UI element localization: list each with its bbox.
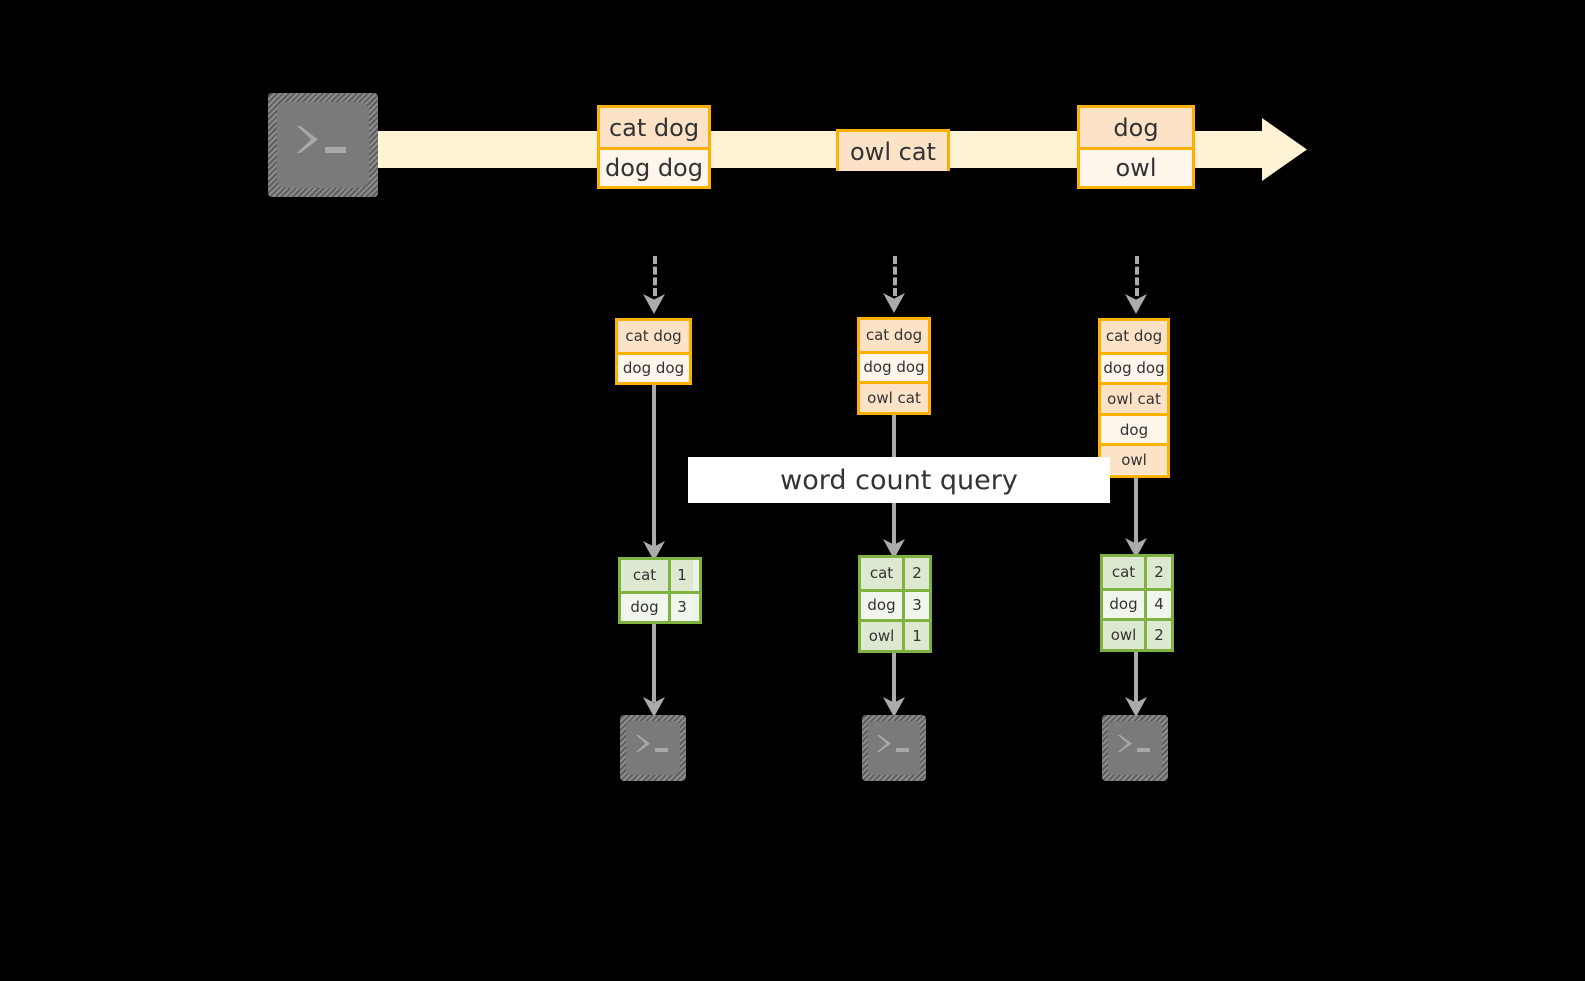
input-table-row: owl cat bbox=[860, 381, 928, 412]
result-row: cat 2 bbox=[1103, 557, 1171, 588]
terminal-underscore-icon bbox=[655, 748, 668, 752]
result-count: 1 bbox=[902, 622, 929, 650]
snapshot-1-tap-connector bbox=[653, 256, 657, 296]
snapshot-1-query-connector bbox=[652, 385, 656, 555]
snapshot-2-sink-connector bbox=[892, 653, 896, 703]
result-word: cat bbox=[861, 558, 902, 589]
result-row: owl 2 bbox=[1103, 618, 1171, 649]
result-count: 3 bbox=[902, 591, 929, 620]
snapshot-1-input-table: cat dog dog dog bbox=[615, 318, 692, 385]
result-row: dog 3 bbox=[861, 588, 929, 620]
snapshot-3-sink-terminal-icon bbox=[1102, 715, 1168, 781]
result-word: dog bbox=[621, 593, 668, 622]
terminal-screen bbox=[626, 721, 680, 775]
input-table-row: dog dog bbox=[618, 351, 689, 383]
result-row: dog 4 bbox=[1103, 587, 1171, 619]
result-count: 1 bbox=[668, 560, 693, 591]
input-table-row: owl bbox=[1101, 443, 1167, 474]
snapshot-1-result-table: cat 1 dog 3 bbox=[618, 557, 702, 624]
result-count: 4 bbox=[1144, 590, 1171, 619]
result-count: 3 bbox=[668, 593, 693, 622]
stream-event-group-3: dog owl bbox=[1077, 105, 1195, 189]
source-terminal-icon bbox=[268, 93, 378, 197]
snapshot-2-tap-connector bbox=[893, 256, 897, 296]
input-table-row: dog dog bbox=[1101, 351, 1167, 383]
input-table-row: dog dog bbox=[860, 350, 928, 382]
result-word: owl bbox=[861, 622, 902, 650]
snapshot-3-sink-connector bbox=[1134, 652, 1138, 703]
result-count: 2 bbox=[902, 558, 929, 589]
terminal-underscore-icon bbox=[896, 748, 909, 752]
snapshot-2-tap-arrowhead bbox=[883, 293, 905, 313]
stream-event-line: dog dog bbox=[600, 147, 708, 186]
snapshot-3-result-table: cat 2 dog 4 owl 2 bbox=[1100, 554, 1174, 652]
result-row: cat 2 bbox=[861, 558, 929, 589]
terminal-underscore-icon bbox=[325, 147, 346, 153]
stream-arrow-head bbox=[1262, 118, 1307, 181]
stream-event-line: cat dog bbox=[600, 108, 708, 147]
input-table-row: dog bbox=[1101, 412, 1167, 444]
stream-event-group-2: owl cat bbox=[836, 129, 950, 171]
snapshot-1-tap-arrowhead bbox=[643, 294, 665, 314]
snapshot-1-sink-terminal-icon bbox=[620, 715, 686, 781]
query-label: word count query bbox=[688, 457, 1110, 503]
result-row: cat 1 bbox=[621, 560, 699, 591]
input-table-row: cat dog bbox=[860, 320, 928, 351]
snapshot-3-input-table: cat dog dog dog owl cat dog owl bbox=[1098, 318, 1170, 478]
snapshot-1-sink-connector bbox=[652, 624, 656, 702]
input-table-row: cat dog bbox=[618, 321, 689, 352]
result-row: dog 3 bbox=[621, 590, 699, 622]
terminal-screen bbox=[868, 721, 920, 775]
terminal-underscore-icon bbox=[1137, 748, 1150, 752]
stream-event-group-1: cat dog dog dog bbox=[597, 105, 711, 189]
terminal-screen bbox=[277, 102, 369, 188]
result-word: owl bbox=[1103, 621, 1144, 649]
snapshot-3-tap-connector bbox=[1135, 256, 1139, 296]
input-table-row: cat dog bbox=[1101, 321, 1167, 352]
snapshot-3-tap-arrowhead bbox=[1125, 294, 1147, 314]
input-table-row: owl cat bbox=[1101, 382, 1167, 413]
result-count: 2 bbox=[1144, 557, 1171, 588]
stream-event-line: owl bbox=[1080, 147, 1192, 186]
stream-event-line: owl cat bbox=[839, 132, 947, 171]
result-word: cat bbox=[1103, 557, 1144, 588]
result-row: owl 1 bbox=[861, 619, 929, 650]
snapshot-3-query-connector bbox=[1134, 478, 1138, 553]
terminal-screen bbox=[1108, 721, 1162, 775]
result-word: dog bbox=[1103, 590, 1144, 619]
snapshot-2-result-table: cat 2 dog 3 owl 1 bbox=[858, 555, 932, 653]
stream-event-line: dog bbox=[1080, 108, 1192, 147]
snapshot-2-input-table: cat dog dog dog owl cat bbox=[857, 317, 931, 415]
result-word: dog bbox=[861, 591, 902, 620]
snapshot-2-sink-terminal-icon bbox=[862, 715, 926, 781]
result-count: 2 bbox=[1144, 621, 1171, 649]
result-word: cat bbox=[621, 560, 668, 591]
